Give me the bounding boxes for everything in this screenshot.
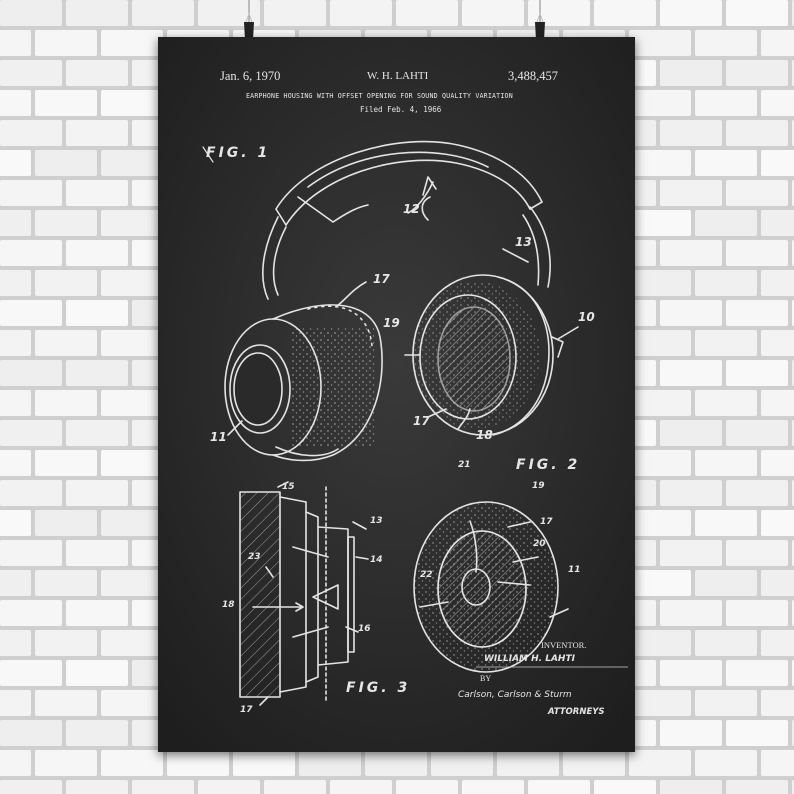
ref-19-fig2: 19 — [532, 481, 545, 491]
patent-number: 3,488,457 — [508, 69, 558, 83]
inventor-label: INVENTOR. — [541, 640, 587, 650]
fig1-headband — [275, 140, 543, 226]
ref-12: 12 — [403, 202, 420, 216]
inventor-name: WILLIAM H. LAHTI — [484, 654, 575, 664]
ref-22: 22 — [420, 570, 433, 580]
binder-clip-right — [535, 0, 545, 40]
ref-11-fig1: 11 — [210, 430, 227, 444]
patent-filed-date: Filed Feb. 4, 1966 — [360, 105, 442, 114]
fig1-label: FIG. 1 — [206, 145, 271, 161]
patent-title: EARPHONE HOUSING WITH OFFSET OPENING FOR… — [246, 92, 513, 100]
patent-poster: Jan. 6, 1970 W. H. LAHTI 3,488,457 EARPH… — [158, 37, 635, 752]
ref-17-right: 17 — [413, 414, 430, 428]
patent-drawing — [158, 37, 635, 752]
patent-inventor-header: W. H. LAHTI — [367, 70, 429, 82]
ref-19-fig1: 19 — [383, 316, 400, 330]
ref-14: 14 — [370, 555, 383, 565]
ref-21: 21 — [458, 460, 471, 470]
ref-17-fig3: 17 — [240, 705, 253, 715]
ref-11-fig2: 11 — [568, 565, 581, 575]
by-label: BY — [480, 674, 492, 683]
patent-date: Jan. 6, 1970 — [220, 69, 281, 83]
fig2-label: FIG. 2 — [516, 457, 581, 473]
ref-13-fig3: 13 — [370, 516, 383, 526]
ref-10: 10 — [578, 310, 595, 324]
ref-13-fig1: 13 — [515, 235, 532, 249]
fig3-cross-section — [239, 481, 369, 706]
ref-18-fig1: 18 — [476, 428, 493, 442]
attorney-signature: Carlson, Carlson & Sturm — [458, 690, 572, 700]
ref-15: 15 — [282, 482, 295, 492]
ref-16: 16 — [358, 624, 371, 634]
ref-17-fig2: 17 — [540, 517, 553, 527]
binder-clip-left — [244, 0, 254, 40]
attorneys-label: ATTORNEYS — [548, 707, 605, 717]
fig3-label: FIG. 3 — [346, 680, 411, 696]
ref-17-left: 17 — [373, 272, 390, 286]
ref-23: 23 — [248, 552, 261, 562]
ref-20: 20 — [533, 539, 546, 549]
ref-18-fig3: 18 — [222, 600, 235, 610]
